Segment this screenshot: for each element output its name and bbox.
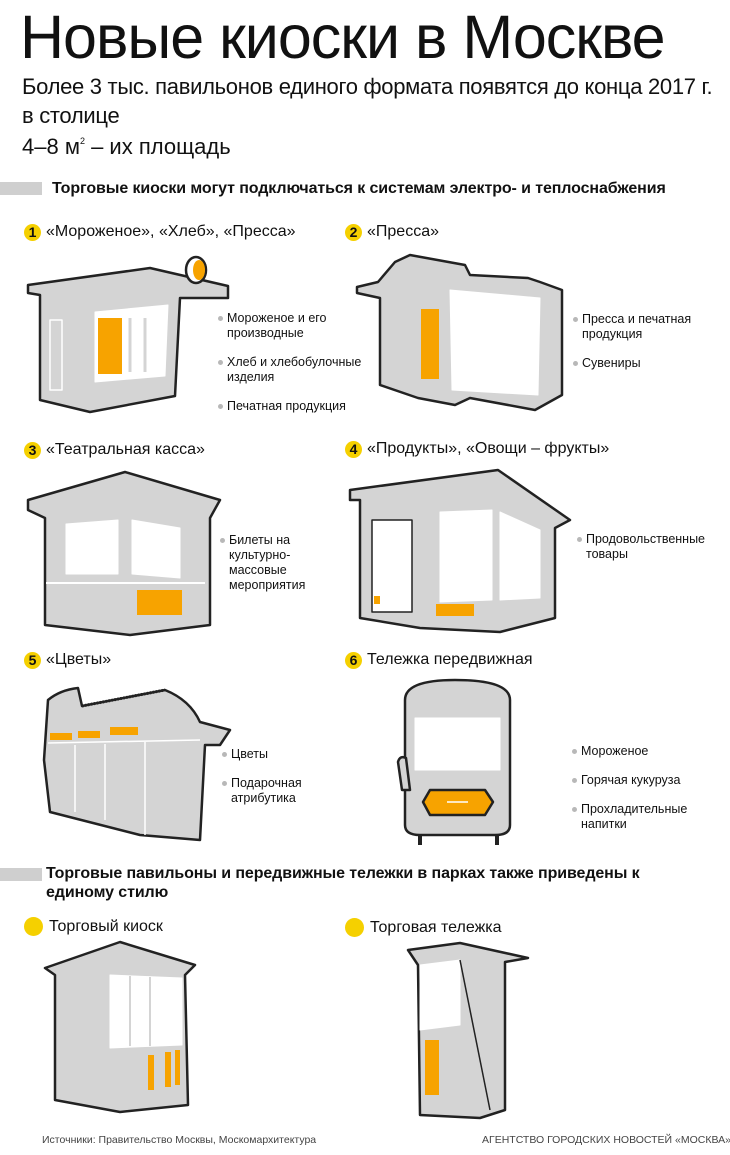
number-badge: 4 (345, 440, 362, 458)
page-title: Новые киоски в Москве (20, 3, 666, 71)
goods-item: Мороженое и его производные (218, 311, 368, 341)
kiosk-6-illustration (396, 678, 512, 845)
kiosk-5-title: 5 «Цветы» (24, 651, 111, 669)
goods-item: Пресса и печатная продукция (573, 312, 708, 342)
number-badge: 3 (24, 441, 41, 459)
sources: Источники: Правительство Москвы, Москома… (42, 1134, 317, 1146)
number-badge: 2 (345, 223, 362, 241)
area-sup: 2 (79, 136, 85, 146)
park-item-text: Торговая тележка (370, 918, 502, 936)
goods-item: Билеты на культурно-массовые мероприятия (220, 533, 320, 593)
trade-kiosk-illustration (43, 940, 197, 1114)
area-value: 4–8 м (22, 134, 80, 159)
kiosk-1-goods: Мороженое и его производные Хлеб и хлебо… (218, 311, 368, 428)
yellow-dot-icon (24, 917, 43, 936)
number-badge: 6 (345, 651, 362, 669)
section-bar (0, 182, 42, 195)
number-badge: 1 (24, 223, 41, 241)
area-note: 4–8 м2 – их площадь (22, 134, 231, 160)
goods-item: Подарочная атрибутика (222, 776, 322, 806)
kiosk-1-illustration (26, 255, 230, 414)
kiosk-title-text: Тележка передвижная (367, 651, 533, 668)
kiosk-1-title: 1 «Мороженое», «Хлеб», «Пресса» (24, 223, 296, 241)
kiosk-3-title: 3 «Театральная касса» (24, 441, 205, 459)
goods-item: Горячая кукуруза (572, 773, 707, 788)
kiosk-2-title: 2 «Пресса» (345, 223, 439, 241)
kiosk-4-title: 4 «Продукты», «Овощи – фрукты» (345, 440, 609, 458)
kiosk-4-illustration (348, 468, 572, 634)
goods-item: Хлеб и хлебобулочные изделия (218, 355, 368, 385)
park-kiosk-title: Торговый киоск (24, 917, 163, 936)
kiosk-title-text: «Мороженое», «Хлеб», «Пресса» (46, 223, 296, 240)
subtitle: Более 3 тыс. павильонов единого формата … (22, 74, 713, 128)
goods-item: Цветы (222, 747, 322, 762)
kiosk-title-text: «Театральная касса» (46, 441, 205, 458)
kiosk-2-illustration (355, 253, 564, 412)
section-bar (0, 868, 42, 881)
goods-item: Печатная продукция (218, 399, 368, 414)
section-2-heading: Торговые павильоны и передвижные тележки… (46, 865, 640, 901)
kiosk-4-goods: Продовольственные товары (577, 532, 717, 576)
park-item-text: Торговый киоск (49, 917, 163, 935)
kiosk-title-text: «Продукты», «Овощи – фрукты» (367, 440, 610, 457)
kiosk-title-text: «Пресса» (367, 223, 439, 240)
section-1-heading: Торговые киоски могут подключаться к сис… (52, 180, 666, 197)
goods-item: Прохладительные напитки (572, 802, 707, 832)
goods-item: Сувениры (573, 356, 708, 371)
park-cart-title: Торговая тележка (345, 918, 502, 937)
kiosk-3-goods: Билеты на культурно-массовые мероприятия (220, 533, 320, 607)
trade-cart-illustration (406, 941, 530, 1120)
kiosk-6-title: 6 Тележка передвижная (345, 651, 533, 669)
kiosk-title-text: «Цветы» (46, 651, 112, 668)
number-badge: 5 (24, 651, 41, 669)
kiosk-5-goods: Цветы Подарочная атрибутика (222, 747, 322, 820)
agency-credit: АГЕНТСТВО ГОРОДСКИХ НОВОСТЕЙ «МОСКВА» (482, 1134, 730, 1146)
area-label: – их площадь (84, 134, 231, 159)
goods-item: Продовольственные товары (577, 532, 717, 562)
kiosk-2-goods: Пресса и печатная продукция Сувениры (573, 312, 708, 385)
kiosk-3-illustration (26, 470, 222, 637)
kiosk-6-goods: Мороженое Горячая кукуруза Прохладительн… (572, 744, 707, 846)
goods-item: Мороженое (572, 744, 707, 759)
yellow-dot-icon (345, 918, 364, 937)
kiosk-5-illustration (42, 686, 232, 842)
